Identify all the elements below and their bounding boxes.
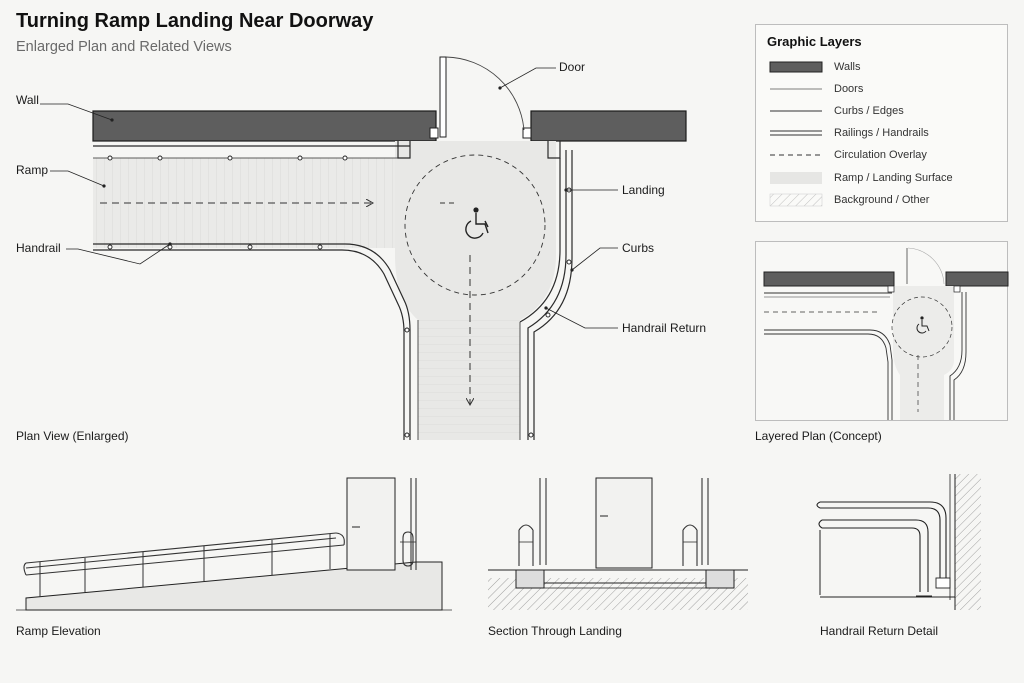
swatch-walls (769, 61, 823, 73)
ramp-elevation-drawing (16, 477, 452, 611)
page-title: Turning Ramp Landing Near Doorway (16, 10, 374, 32)
door-swing (445, 56, 525, 131)
plan-view-caption: Plan View (Enlarged) (16, 429, 129, 443)
wheelchair-icon (465, 207, 489, 239)
callout-landing: Landing (622, 183, 665, 197)
turning-circle (404, 154, 546, 296)
callout-handrail-return: Handrail Return (622, 321, 707, 335)
section-caption: Section Through Landing (488, 624, 622, 638)
section-drawing (488, 477, 748, 610)
callout-curbs: Curbs (622, 241, 655, 255)
wall-right (530, 110, 687, 142)
legend-title: Graphic Layers (767, 34, 862, 49)
page-subtitle: Enlarged Plan and Related Views (16, 39, 232, 55)
legend-panel (755, 24, 1008, 222)
ramp-elevation-caption: Ramp Elevation (16, 624, 101, 638)
legend-item-circulation: Circulation Overlay (834, 149, 927, 161)
layered-plan-frame (755, 241, 1008, 421)
swatch-surface (770, 172, 822, 184)
wheelchair-icon-mini (916, 316, 930, 334)
callout-handrail: Handrail (16, 241, 61, 255)
door-leaf (439, 56, 447, 138)
legend-item-railings: Railings / Handrails (834, 127, 929, 139)
legend-item-walls: Walls (834, 61, 861, 73)
callout-ramp: Ramp (16, 163, 49, 177)
handrail-right (527, 150, 567, 440)
layered-plan-caption: Layered Plan (Concept) (755, 429, 882, 443)
swatch-background (769, 193, 823, 207)
legend-item-background: Background / Other (834, 194, 930, 206)
plan-view (92, 56, 687, 440)
layered-plan-mini (763, 247, 1009, 420)
callout-door: Door (559, 60, 586, 74)
legend-item-surface: Ramp / Landing Surface (834, 172, 953, 184)
legend-item-curbs: Curbs / Edges (834, 105, 904, 117)
return-detail-caption: Handrail Return Detail (820, 624, 939, 638)
handrail-left (93, 243, 411, 440)
wall-left (92, 110, 437, 142)
legend-item-doors: Doors (834, 83, 864, 95)
return-detail-drawing (816, 474, 981, 610)
callout-wall: Wall (16, 93, 39, 107)
